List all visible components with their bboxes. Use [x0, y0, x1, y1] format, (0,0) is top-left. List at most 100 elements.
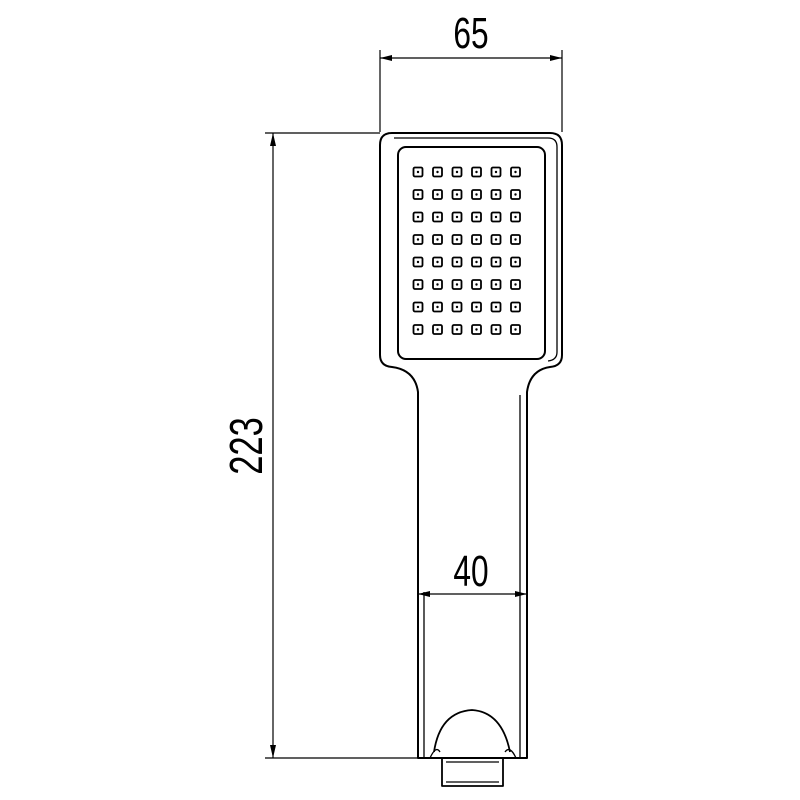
nozzle	[451, 301, 463, 313]
nozzle-hole	[475, 260, 478, 264]
nozzle	[471, 279, 482, 290]
nozzle-hole	[436, 328, 439, 331]
nozzle-hole	[455, 260, 459, 264]
nozzle-hole	[416, 238, 420, 241]
nozzle-hole	[455, 283, 459, 286]
nozzle-hole	[514, 215, 517, 219]
nozzle	[432, 301, 443, 313]
nozzle-hole	[494, 260, 498, 264]
nozzle	[412, 189, 424, 200]
nozzle	[451, 166, 463, 178]
nozzle-hole	[475, 170, 478, 174]
width-dimension-label: 65	[453, 9, 488, 58]
nozzle-hole	[514, 328, 517, 331]
nozzle-hole	[455, 170, 459, 174]
nozzle	[510, 279, 521, 290]
nozzle	[451, 189, 463, 200]
nozzle	[490, 256, 502, 268]
nozzle-hole	[455, 328, 459, 331]
nozzle	[412, 234, 424, 245]
nozzle-hole	[436, 238, 439, 241]
nozzle	[490, 211, 502, 223]
nozzle	[510, 211, 521, 223]
nozzle-hole	[514, 305, 517, 309]
nozzle-hole	[475, 193, 478, 196]
hose-connector	[441, 757, 504, 787]
handle-width-arrow-right	[515, 591, 527, 597]
nozzle-hole	[475, 305, 478, 309]
nozzle-hole	[475, 215, 478, 219]
nozzle-hole	[416, 260, 420, 264]
handle-width-dimension-label: 40	[453, 547, 488, 596]
handle-width-dimension	[418, 591, 527, 597]
body-inner-edge	[394, 137, 558, 362]
nozzle	[432, 189, 443, 200]
nozzle-hole	[494, 238, 498, 241]
shower-body	[379, 132, 563, 787]
nozzle-hole	[475, 283, 478, 286]
nozzle-hole	[436, 260, 439, 264]
nozzle	[451, 324, 463, 335]
nozzle	[432, 234, 443, 245]
nozzle	[471, 234, 482, 245]
nozzle-grid	[412, 166, 521, 335]
nozzle-hole	[436, 215, 439, 219]
nozzle-hole	[475, 328, 478, 331]
nozzle	[490, 189, 502, 200]
nozzle-hole	[455, 305, 459, 309]
nozzle-hole	[436, 305, 439, 309]
nozzle-hole	[455, 193, 459, 196]
nozzle-hole	[514, 260, 517, 264]
nozzle-hole	[416, 283, 420, 286]
nozzle	[432, 166, 443, 178]
nozzle-hole	[416, 193, 420, 196]
nozzle-hole	[494, 170, 498, 174]
nozzle	[471, 166, 482, 178]
nozzle	[510, 256, 521, 268]
handle-width-arrow-left	[418, 591, 430, 597]
nozzle-hole	[494, 193, 498, 196]
nozzle-hole	[416, 215, 420, 219]
handle-end-cap	[433, 709, 511, 753]
nozzle	[510, 234, 521, 245]
nozzle	[412, 211, 424, 223]
nozzle-hole	[514, 193, 517, 196]
length-arrow-top	[270, 133, 276, 146]
length-arrow-bottom	[270, 745, 276, 758]
nozzle-hole	[475, 238, 478, 241]
length-dimension	[265, 132, 418, 759]
nozzle	[451, 211, 463, 223]
nozzle	[412, 166, 424, 178]
nozzle	[451, 256, 463, 268]
nozzle-hole	[514, 238, 517, 241]
nozzle-hole	[494, 215, 498, 219]
length-dimension-label: 223	[220, 417, 272, 475]
nozzle	[490, 324, 502, 335]
nozzle	[471, 301, 482, 313]
nozzle	[432, 256, 443, 268]
nozzle-hole	[455, 215, 459, 219]
nozzle	[432, 324, 443, 335]
nozzle	[510, 189, 521, 200]
nozzle	[451, 279, 463, 290]
nozzle-plate	[397, 146, 546, 360]
nozzle	[432, 211, 443, 223]
nozzle	[412, 301, 424, 313]
nozzle-hole	[416, 328, 420, 331]
width-arrow-left	[380, 55, 392, 61]
nozzle	[451, 234, 463, 245]
nozzle	[490, 234, 502, 245]
nozzle	[471, 189, 482, 200]
nozzle	[412, 324, 424, 335]
nozzle-hole	[494, 305, 498, 309]
nozzle	[490, 279, 502, 290]
nozzle-hole	[494, 283, 498, 286]
nozzle-hole	[455, 238, 459, 241]
body-outer-outline	[379, 132, 563, 759]
nozzle	[510, 324, 521, 335]
nozzle	[432, 279, 443, 290]
nozzle	[471, 324, 482, 335]
nozzle-hole	[416, 305, 420, 309]
nozzle	[510, 301, 521, 313]
handle-end-cap-inner	[429, 748, 517, 759]
